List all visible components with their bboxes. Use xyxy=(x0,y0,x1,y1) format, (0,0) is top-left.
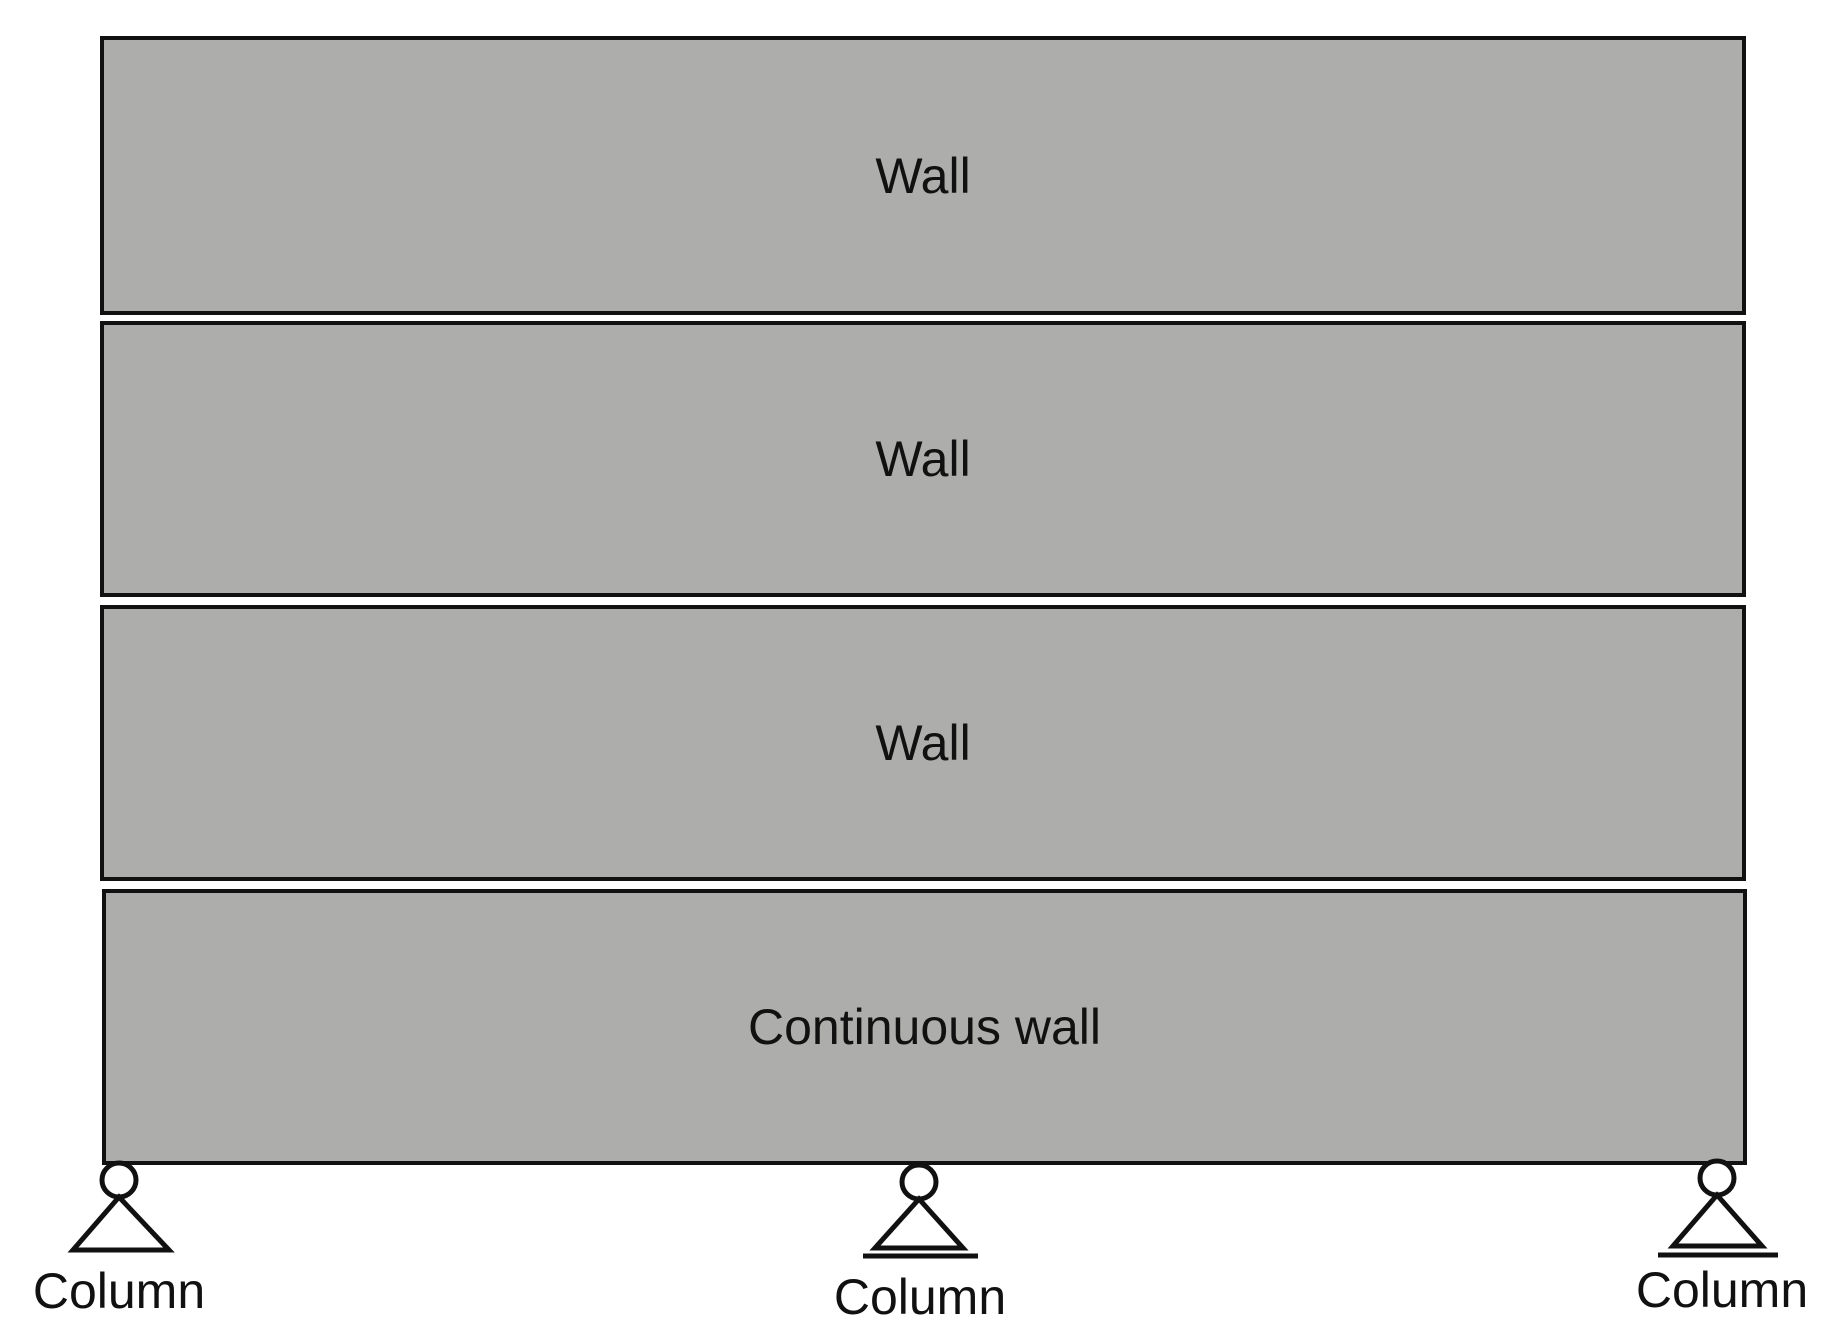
wall-panel-2: Wall xyxy=(100,321,1746,597)
pin-support-icon xyxy=(850,1162,990,1259)
continuous-wall-label: Continuous wall xyxy=(748,999,1101,1055)
wall-label: Wall xyxy=(875,431,971,487)
column-label: Column xyxy=(833,1269,1007,1325)
column-label: Column xyxy=(32,1263,206,1319)
pin-support-icon xyxy=(51,1160,191,1253)
column-label: Column xyxy=(1635,1262,1809,1318)
continuous-wall-panel: Continuous wall xyxy=(102,889,1747,1165)
wall-panel-3: Wall xyxy=(100,605,1746,881)
wall-label: Wall xyxy=(875,147,971,204)
wall-label: Wall xyxy=(875,715,971,771)
wall-panel-1: Wall xyxy=(100,36,1746,315)
pin-support-icon xyxy=(1650,1158,1790,1258)
